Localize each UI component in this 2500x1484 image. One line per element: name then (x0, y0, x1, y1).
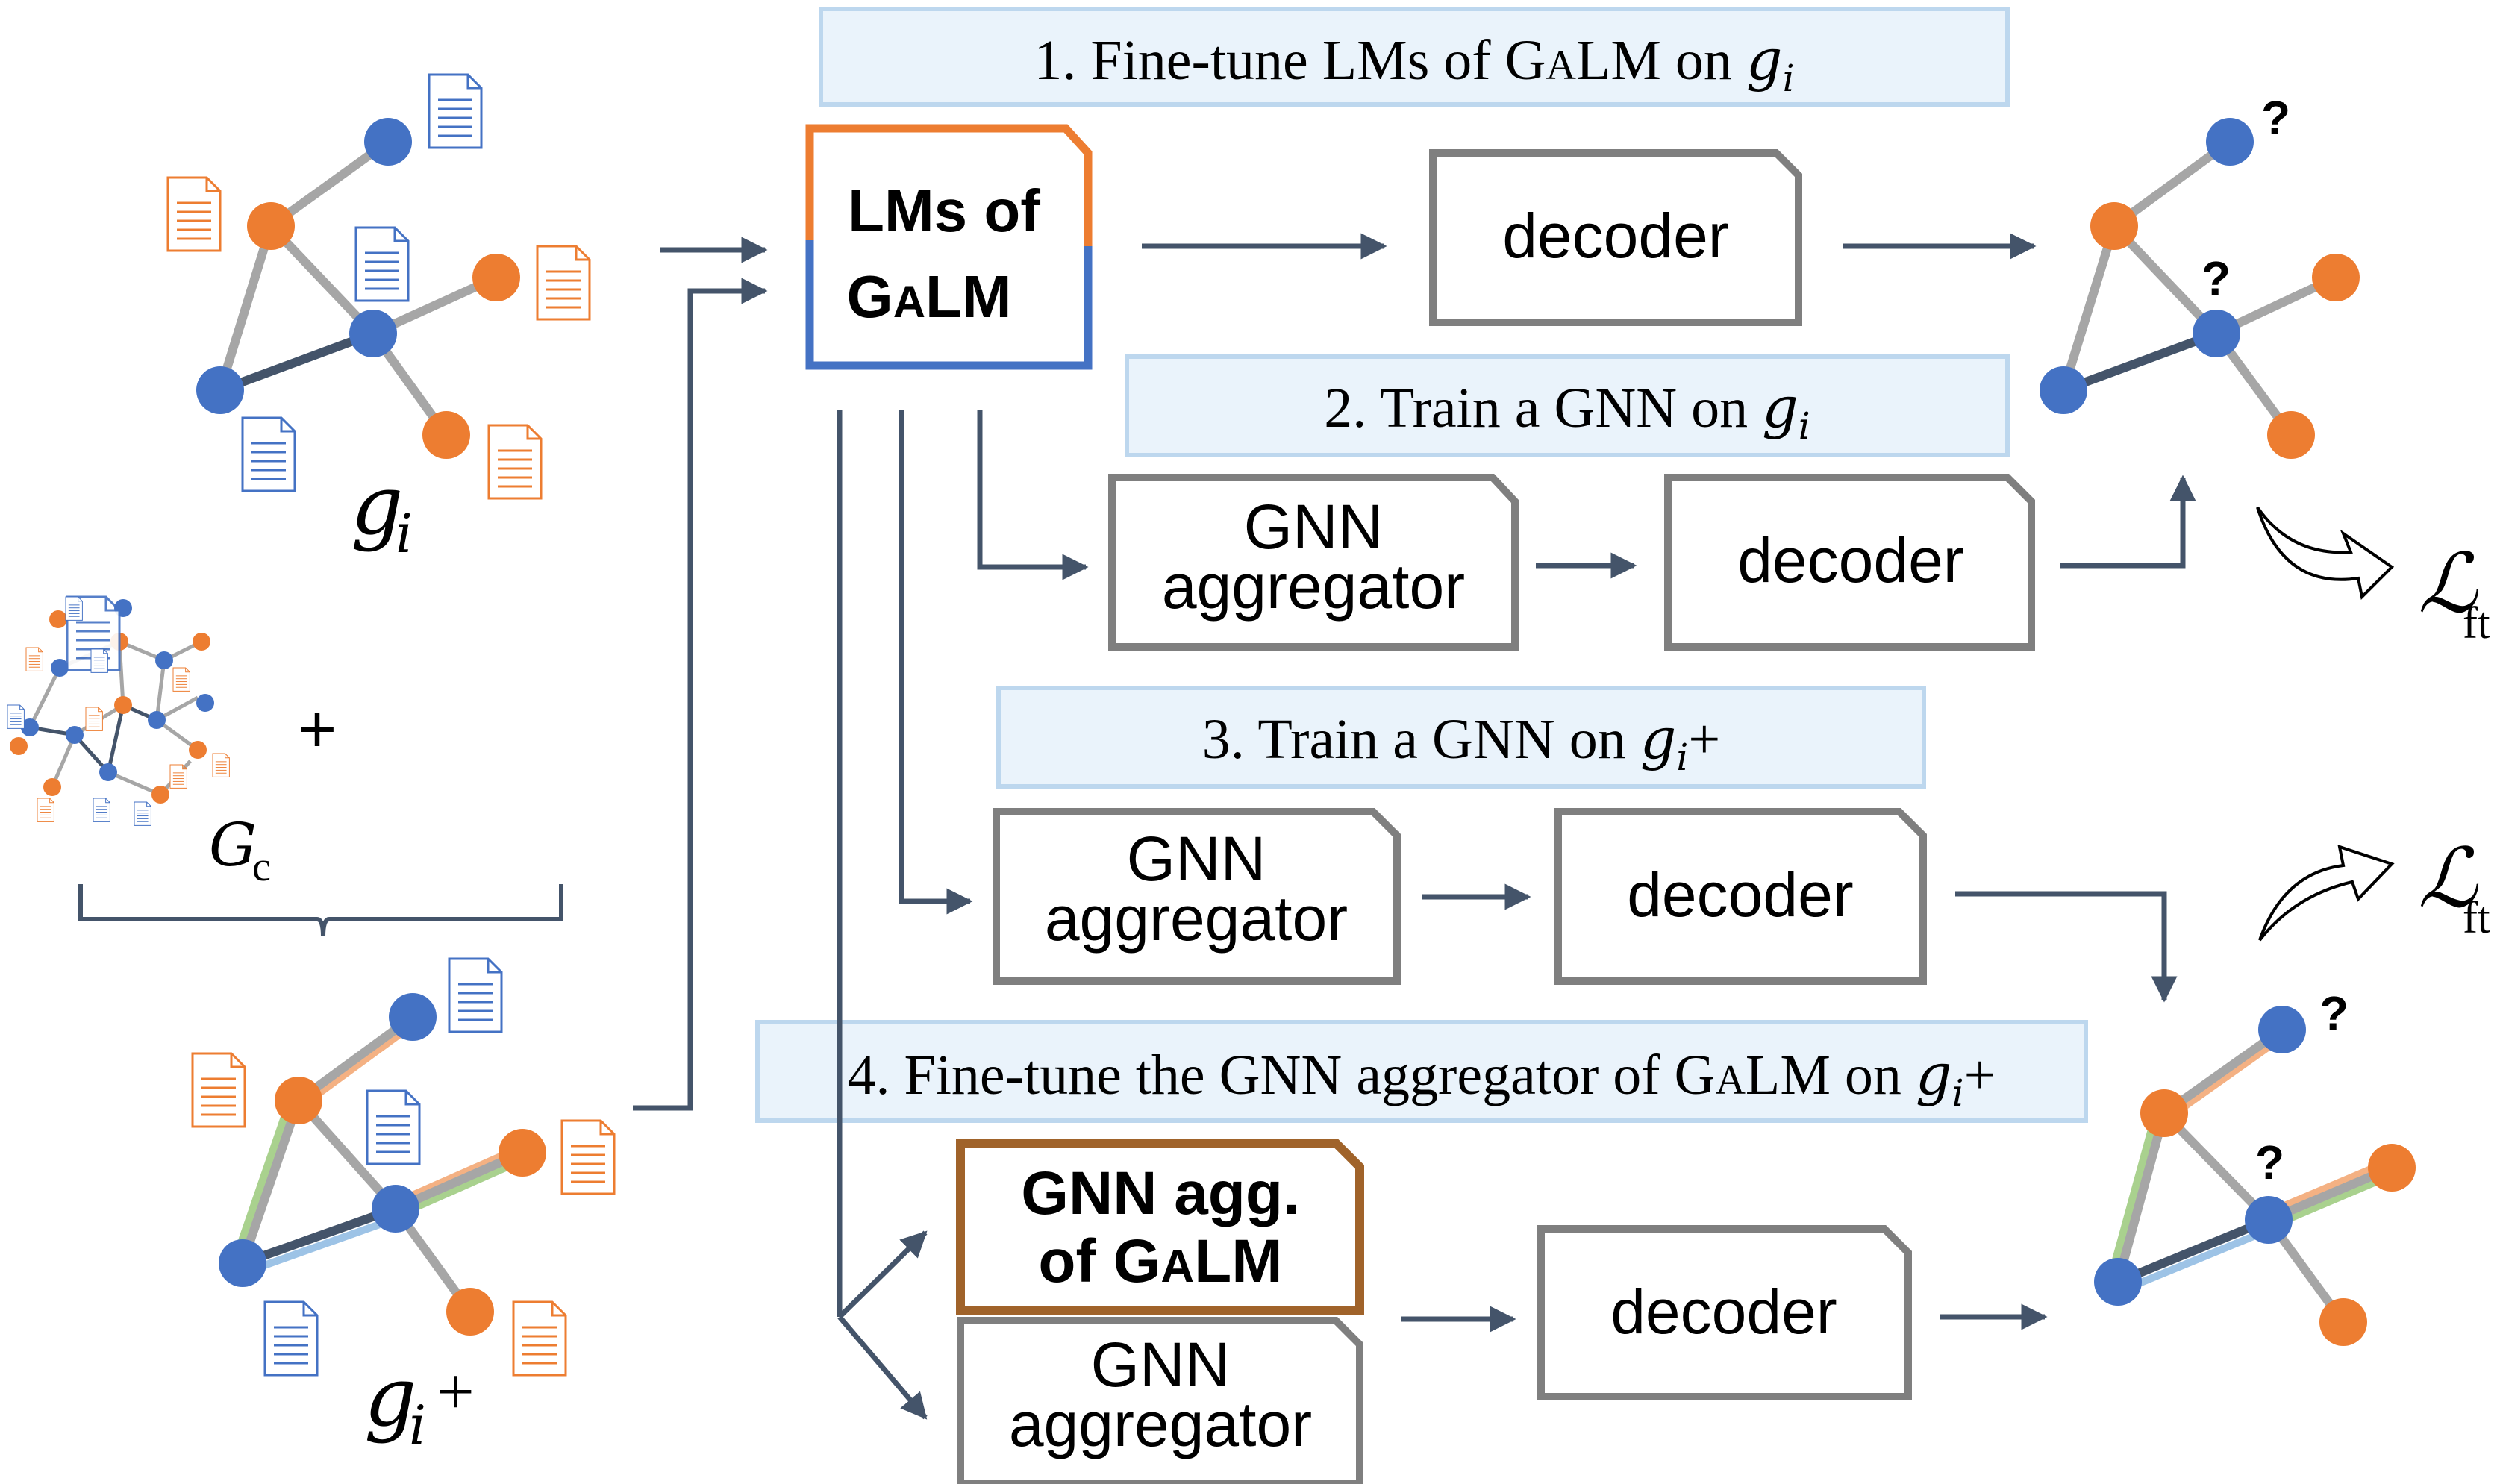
flow-arrows (633, 233, 2196, 1420)
svg-text:decoder: decoder (1502, 201, 1729, 271)
step4-banner: 4. Fine-tune the GNN aggregator of GALM … (755, 1020, 2088, 1123)
decoder-box-2: decoder (1664, 474, 2035, 651)
underbrace (78, 884, 563, 937)
svg-text:decoder: decoder (1737, 525, 1964, 595)
svg-text:GNN agg.: GNN agg. (1021, 1159, 1300, 1227)
gnn-aggregator-box-4: GNN aggregator (957, 1317, 1363, 1484)
svg-text:GNN: GNN (1127, 824, 1266, 894)
svg-text:2. Train a GNN on gi: 2. Train a GNN on gi (1324, 374, 1810, 448)
svg-text:GALM: GALM (846, 263, 1011, 330)
svg-text:g: g (351, 457, 403, 553)
graph-gi-plus: g i + (191, 957, 616, 1456)
svg-text:+: + (437, 1355, 475, 1429)
svg-text:3. Train a GNN on gi+: 3. Train a GNN on gi+ (1202, 705, 1720, 779)
decoder-box-3: decoder (1554, 808, 1927, 985)
decoder-box-4: decoder (1537, 1225, 1912, 1400)
step3-banner: 3. Train a GNN on gi+ (996, 686, 1926, 789)
svg-text:GNN: GNN (1244, 492, 1384, 562)
svg-text:ℒ: ℒ (2418, 830, 2479, 926)
step2-banner: 2. Train a GNN on gi (1125, 354, 2010, 457)
svg-text:LMs of: LMs of (848, 178, 1040, 244)
svg-text:decoder: decoder (1610, 1277, 1837, 1347)
svg-text:GNN: GNN (1091, 1330, 1231, 1400)
svg-text:aggregator: aggregator (1162, 551, 1465, 622)
svg-text:G: G (209, 810, 257, 880)
svg-text:of GALM: of GALM (1038, 1227, 1282, 1295)
svg-text:i: i (396, 502, 413, 565)
svg-text:i: i (409, 1394, 426, 1456)
gnn-aggregator-box-3: GNN aggregator (993, 808, 1401, 985)
svg-text:g: g (364, 1349, 416, 1444)
svg-text:?: ? (2261, 91, 2290, 145)
lms-of-galm-box: LMs of GALM (805, 124, 1093, 370)
step1-banner: 1. Fine-tune LMs of GALM on gi (819, 7, 2010, 107)
loss-arrow-2 (2258, 845, 2395, 942)
svg-text:4. Fine-tune the GNN aggregato: 4. Fine-tune the GNN aggregator of GALM … (848, 1041, 1996, 1115)
svg-text:c: c (252, 844, 271, 890)
svg-text:aggregator: aggregator (1009, 1389, 1312, 1459)
graph-gi: g i (166, 73, 591, 565)
gnn-aggregator-box-2: GNN aggregator (1108, 474, 1519, 651)
output-graph-1: ? ? (2040, 91, 2360, 459)
output-graph-2: ? ? (2094, 986, 2416, 1346)
svg-text:1. Fine-tune LMs of GALM on gi: 1. Fine-tune LMs of GALM on gi (1034, 26, 1794, 100)
corpus-graph-gc: + G c (7, 595, 337, 890)
gnn-agg-of-galm-box: GNN agg. of GALM (956, 1139, 1364, 1315)
loss-arrow-1 (2256, 506, 2395, 601)
svg-text:?: ? (2319, 986, 2349, 1040)
loss-label-1: ℒ ft (2418, 536, 2490, 648)
svg-text:?: ? (2201, 251, 2231, 305)
decoder-box-1: decoder (1429, 149, 1802, 326)
loss-label-2: ℒ ft (2418, 830, 2490, 942)
svg-text:?: ? (2255, 1136, 2284, 1189)
svg-text:+: + (298, 692, 337, 767)
svg-text:ℒ: ℒ (2418, 536, 2479, 631)
svg-text:ft: ft (2463, 893, 2490, 942)
svg-text:aggregator: aggregator (1045, 883, 1348, 954)
svg-text:ft: ft (2463, 598, 2490, 648)
svg-text:decoder: decoder (1627, 860, 1854, 930)
